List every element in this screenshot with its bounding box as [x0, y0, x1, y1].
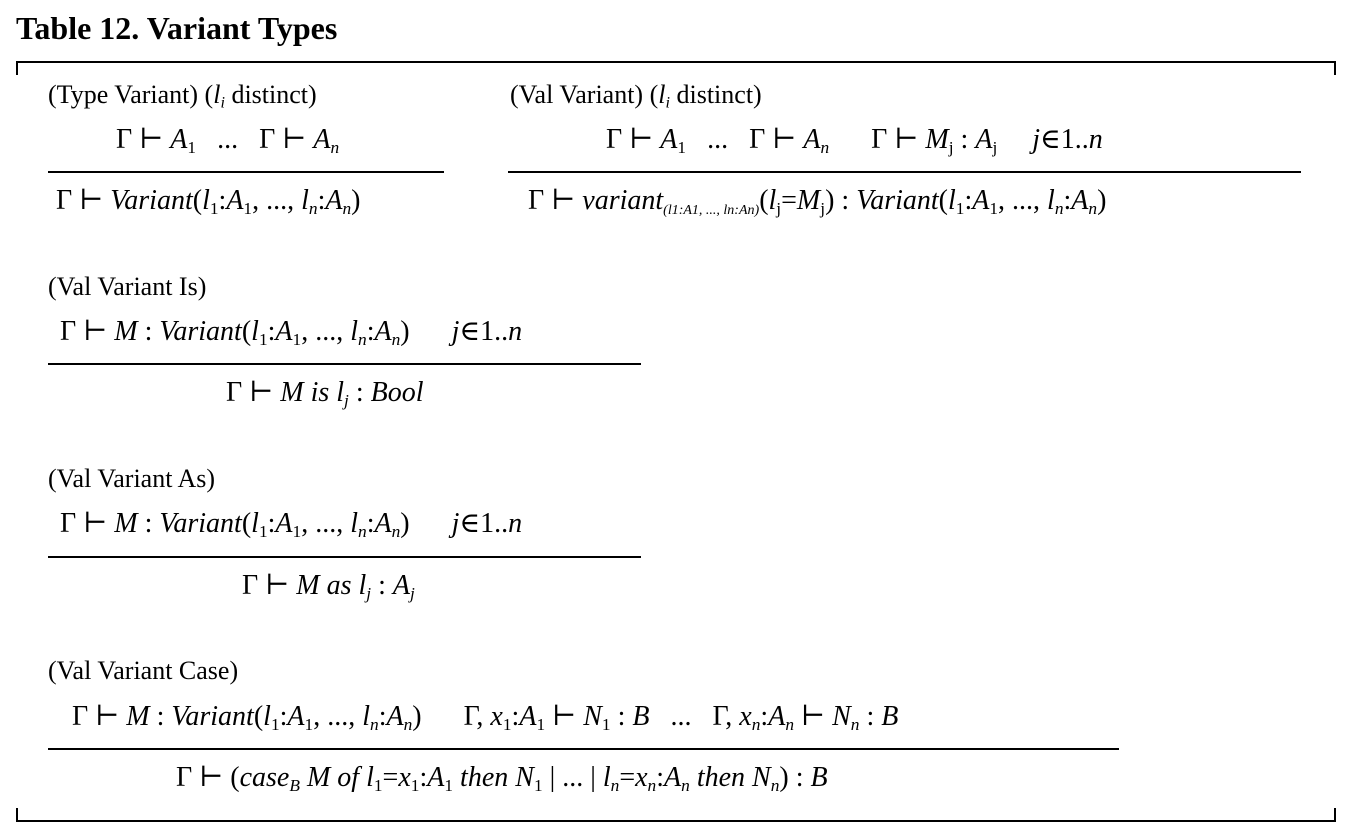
val-variant-is-inference-line	[48, 363, 641, 365]
val-variant-case-premise: Γ ⊢ M : Variant(l1:A1, ..., ln:An) Γ, x1…	[72, 701, 899, 734]
val-variant-is-premise: Γ ⊢ M : Variant(l1:A1, ..., ln:An) j∈1..…	[60, 316, 523, 349]
frame-top-left-tick	[16, 61, 18, 75]
frame-bottom-rule	[16, 820, 1336, 822]
val-variant-as-inference-line	[48, 556, 641, 558]
val-variant-premise: Γ ⊢ A1 ... Γ ⊢ An Γ ⊢ Mj : Aj j∈1..n	[606, 124, 1103, 157]
val-variant-conclusion: Γ ⊢ variant(l1:A1, ..., ln:An)(lj=Mj) : …	[528, 185, 1107, 218]
val-variant-inference-line	[508, 171, 1301, 173]
table-title: Table 12. Variant Types	[16, 10, 338, 46]
rule-label-val-variant-case: (Val Variant Case)	[48, 656, 239, 685]
frame-bottom-left-tick	[16, 808, 18, 822]
rule-label-val-variant-is: (Val Variant Is)	[48, 272, 207, 301]
frame-top-rule	[16, 61, 1336, 63]
frame-top-right-tick	[1334, 61, 1336, 75]
type-variant-inference-line	[48, 171, 444, 173]
rule-label-val-variant-as: (Val Variant As)	[48, 464, 216, 493]
rule-label-type-variant: (Type Variant) (li distinct)	[48, 80, 317, 112]
type-variant-conclusion: Γ ⊢ Variant(l1:A1, ..., ln:An)	[56, 185, 361, 218]
val-variant-case-inference-line	[48, 748, 1119, 750]
val-variant-is-conclusion: Γ ⊢ M is lj : Bool	[226, 377, 424, 410]
frame-bottom-right-tick	[1334, 808, 1336, 822]
type-variant-premise: Γ ⊢ A1 ... Γ ⊢ An	[116, 124, 340, 157]
rule-label-val-variant: (Val Variant) (li distinct)	[510, 80, 762, 112]
val-variant-as-conclusion: Γ ⊢ M as lj : Aj	[242, 570, 415, 603]
val-variant-case-conclusion: Γ ⊢ (caseB M of l1=x1:A1 then N1 | ... |…	[176, 762, 828, 795]
val-variant-as-premise: Γ ⊢ M : Variant(l1:A1, ..., ln:An) j∈1..…	[60, 508, 523, 541]
